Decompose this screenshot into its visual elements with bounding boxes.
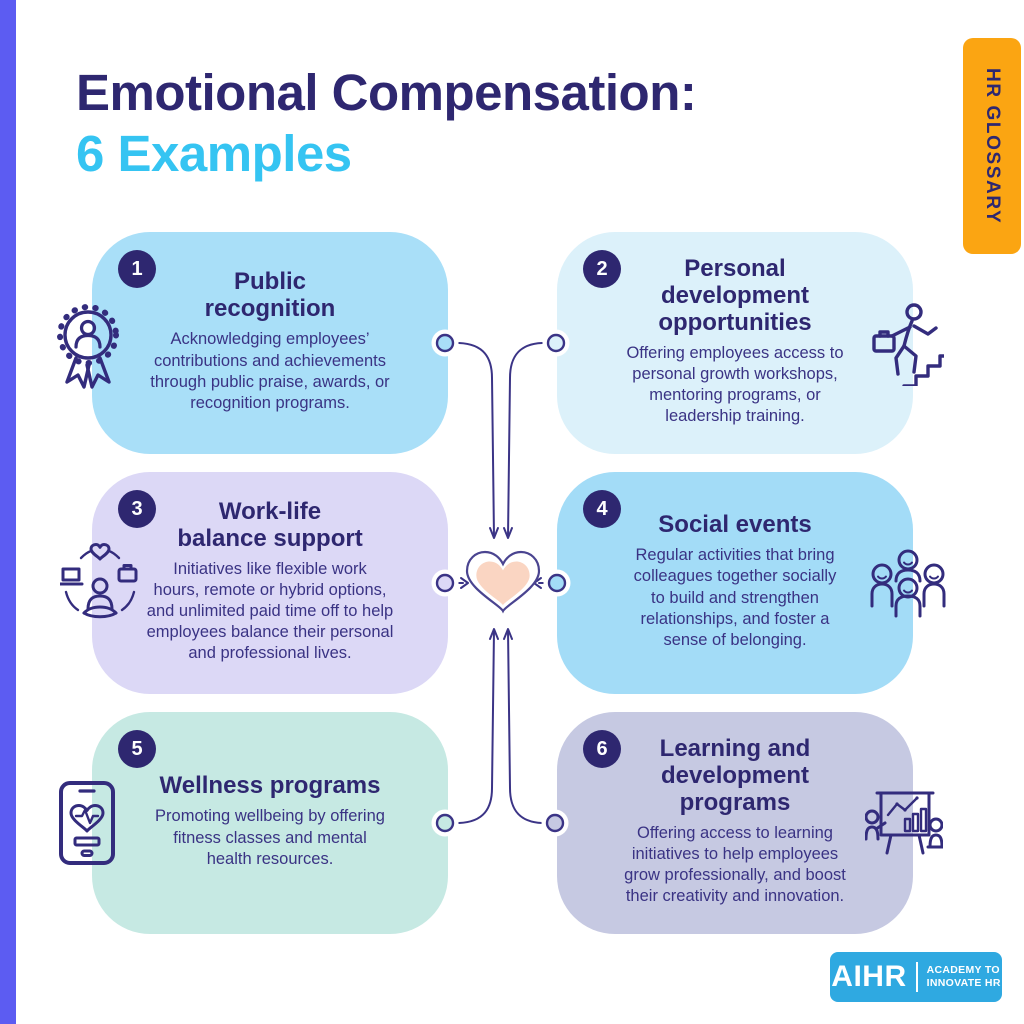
card-content: Social events Regular activities that br… xyxy=(557,472,913,694)
arrowhead-icon xyxy=(460,577,469,589)
connector-line xyxy=(507,629,543,824)
card-body: Initiatives like flexible work hours, re… xyxy=(146,559,394,663)
card-number-badge: 6 xyxy=(583,730,621,768)
connector-dots xyxy=(431,329,571,837)
page-title-line1: Emotional Compensation: xyxy=(76,64,697,121)
card-title: Personal development opportunities xyxy=(658,254,812,336)
card-number-badge: 2 xyxy=(583,250,621,288)
card-content: Personal development opportunities Offer… xyxy=(557,232,913,454)
card-public-recognition: 1 Public recognition Acknowledging emplo… xyxy=(92,232,448,454)
page-title-line2: 6 Examples xyxy=(76,125,352,183)
card-content: Work-life balance support Initiatives li… xyxy=(92,472,448,694)
card-social-events: 4 Social events Regular activities that … xyxy=(557,472,913,694)
card-title: Social events xyxy=(658,511,812,539)
card-title: Work-life balance support xyxy=(177,497,363,552)
left-accent-stripe xyxy=(0,0,16,1024)
arrowhead-icon xyxy=(489,628,499,640)
card-title: Learning and development programs xyxy=(659,734,811,816)
arrowhead-icon xyxy=(503,628,513,640)
connector-line xyxy=(458,629,495,824)
arrowhead-icon xyxy=(503,527,513,539)
card-number-badge: 1 xyxy=(118,250,156,288)
arrowhead-icon xyxy=(533,577,542,589)
card-personal-development: 2 Personal development opportunities Off… xyxy=(557,232,913,454)
hr-glossary-tab[interactable]: HR GLOSSARY xyxy=(963,38,1021,254)
card-content: Learning and development programs Offeri… xyxy=(557,712,913,934)
aihr-logo[interactable]: AIHR ACADEMY TO INNOVATE HR xyxy=(830,952,1002,1002)
card-wellness-programs: 5 Wellness programs Promoting wellbeing … xyxy=(92,712,448,934)
card-number-badge: 3 xyxy=(118,490,156,528)
card-content: Wellness programs Promoting wellbeing by… xyxy=(92,712,448,934)
card-body: Offering access to learning initiatives … xyxy=(624,823,846,906)
arrowhead-icon xyxy=(489,527,499,539)
logo-divider xyxy=(915,962,918,992)
card-title: Public recognition xyxy=(204,268,336,323)
card-number-badge: 5 xyxy=(118,730,156,768)
connector-line xyxy=(458,342,495,538)
card-body: Offering employees access to personal gr… xyxy=(626,343,844,426)
card-body: Promoting wellbeing by offering fitness … xyxy=(155,807,385,868)
card-body: Regular activities that bring colleagues… xyxy=(633,546,837,649)
card-body: Acknowledging employees’ contributions a… xyxy=(150,330,390,412)
page-title: Emotional Compensation: 6 Examples xyxy=(76,62,697,184)
card-content: Public recognition Acknowledging employe… xyxy=(92,232,448,454)
card-title: Wellness programs xyxy=(159,772,381,800)
card-work-life-balance: 3 Work-life balance support Initiatives … xyxy=(92,472,448,694)
aihr-logo-tagline: ACADEMY TO INNOVATE HR xyxy=(926,964,1001,989)
card-number-badge: 4 xyxy=(583,490,621,528)
hr-glossary-tab-label: HR GLOSSARY xyxy=(982,67,1003,225)
heart-icon xyxy=(465,550,541,614)
aihr-logo-brand: AIHR xyxy=(831,960,907,993)
connector-line xyxy=(507,342,543,538)
card-learning-development: 6 Learning and development programs Offe… xyxy=(557,712,913,934)
